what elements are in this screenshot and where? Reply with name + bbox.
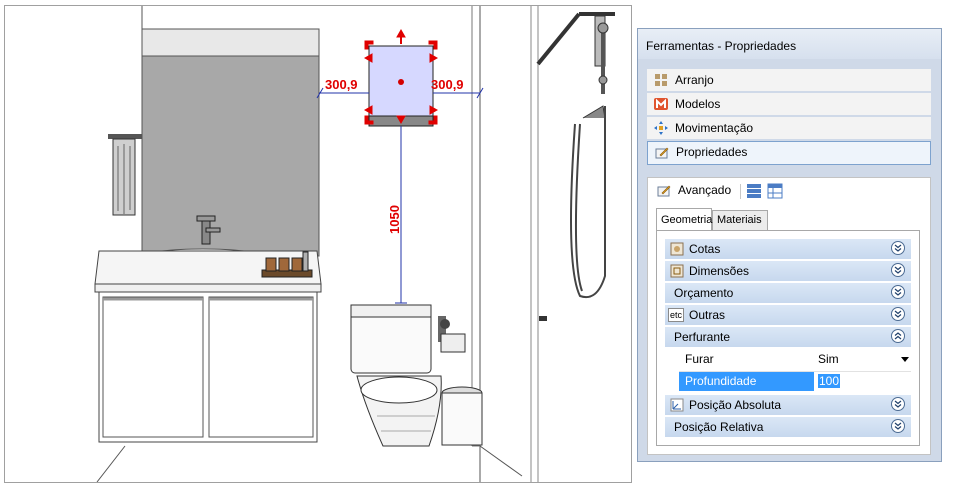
chevron-down-icon[interactable]	[891, 285, 905, 299]
property-label: Furar	[685, 352, 714, 366]
section-outras[interactable]: etc Outras	[665, 305, 911, 325]
nav-item-propriedades[interactable]: Propriedades	[647, 141, 931, 165]
section-perfurante[interactable]: Perfurante	[665, 327, 911, 347]
chevron-down-icon[interactable]	[891, 307, 905, 321]
shower[interactable]	[536, 12, 615, 321]
advanced-header: Avançado	[648, 178, 930, 204]
move-icon	[654, 121, 668, 135]
nav-item-modelos[interactable]: Modelos	[647, 93, 931, 115]
table-view-icon[interactable]	[767, 183, 783, 199]
advanced-label[interactable]: Avançado	[678, 183, 732, 197]
nav-label: Propriedades	[676, 145, 748, 159]
arrange-icon	[655, 74, 667, 86]
vanity-cabinet[interactable]	[98, 291, 318, 443]
dimension-left-label[interactable]: 300,9	[325, 77, 358, 92]
geometria-panel: Cotas Dimensões Orçamento etc Outras	[656, 230, 920, 446]
panel-title: Ferramentas - Propriedades	[638, 29, 941, 59]
section-label: Dimensões	[689, 264, 750, 278]
profundidade-input[interactable]: 100	[815, 372, 913, 391]
axis-icon	[670, 398, 684, 412]
section-label: Orçamento	[674, 286, 734, 300]
furar-value: Sim	[818, 352, 839, 366]
chevron-down-icon[interactable]	[891, 263, 905, 277]
properties-icon	[657, 185, 671, 197]
dimensions-icon	[670, 242, 684, 256]
faucet[interactable]	[196, 215, 221, 245]
dimension-vertical-label[interactable]: 1050	[387, 205, 402, 234]
section-posicao-relativa[interactable]: Posição Relativa	[665, 417, 911, 437]
nav-label: Arranjo	[675, 73, 714, 87]
properties-icon	[655, 147, 669, 159]
dimension-right-label[interactable]: 300,9	[431, 77, 464, 92]
chevron-up-icon[interactable]	[891, 329, 905, 343]
dropdown-arrow-icon[interactable]	[901, 357, 909, 362]
profundidade-value: 100	[818, 374, 841, 388]
furar-select[interactable]: Sim	[815, 350, 913, 369]
chevron-down-icon[interactable]	[891, 419, 905, 433]
tab-materiais[interactable]: Materiais	[712, 210, 768, 230]
models-icon	[654, 98, 668, 110]
resize-handles[interactable]	[363, 28, 439, 125]
section-orcamento[interactable]: Orçamento	[665, 283, 911, 303]
section-label: Posição Relativa	[674, 420, 764, 434]
section-label: Outras	[689, 308, 726, 322]
nav-label: Movimentação	[675, 121, 754, 135]
nav-label: Modelos	[675, 97, 721, 111]
section-dimensoes[interactable]: Dimensões	[665, 261, 911, 281]
accessory-tray[interactable]	[261, 251, 313, 278]
bathroom-scene[interactable]: 300,9 300,9 1050	[5, 6, 631, 482]
selected-object[interactable]	[368, 45, 434, 127]
toilet[interactable]	[350, 304, 442, 447]
dimension-lines	[316, 87, 484, 304]
ruler-icon	[670, 264, 684, 278]
3d-viewport[interactable]: 300,9 300,9 1050	[4, 5, 632, 483]
wall-tile-panel[interactable]	[141, 55, 320, 257]
property-row-furar: Furar Sim	[679, 350, 911, 369]
trash-bin[interactable]	[441, 386, 483, 446]
property-row-profundidade: Profundidade 100	[679, 371, 911, 391]
list-view-icon[interactable]	[746, 183, 762, 199]
properties-panel: Ferramentas - Propriedades Arranjo Model…	[637, 28, 942, 462]
chevron-down-icon[interactable]	[891, 241, 905, 255]
section-label: Cotas	[689, 242, 721, 256]
advanced-properties: Avançado Geometria Materiais Cotas	[647, 177, 931, 455]
chevron-down-icon[interactable]	[891, 397, 905, 411]
towel-rack[interactable]	[108, 134, 142, 216]
nav-item-movimentacao[interactable]: Movimentação	[647, 117, 931, 139]
nav-item-arranjo[interactable]: Arranjo	[647, 69, 931, 91]
property-label: Profundidade	[679, 372, 814, 391]
section-cotas[interactable]: Cotas	[665, 239, 911, 259]
section-label: Posição Absoluta	[689, 398, 782, 412]
tool-nav: Arranjo Modelos Movimentação Propriedade…	[647, 69, 931, 167]
section-label: Perfurante	[674, 330, 731, 344]
section-posicao-absoluta[interactable]: Posição Absoluta	[665, 395, 911, 415]
toilet-paper-holder[interactable]	[438, 316, 466, 353]
etc-icon: etc	[668, 308, 685, 322]
tab-geometria[interactable]: Geometria	[656, 208, 712, 230]
